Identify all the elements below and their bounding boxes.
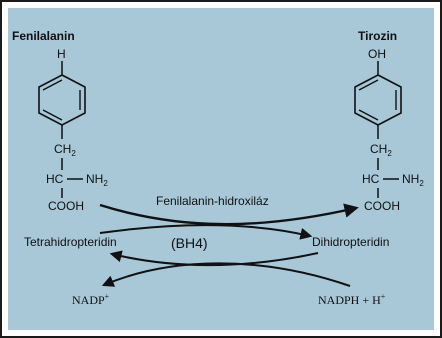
bh4-label: (BH4) bbox=[171, 235, 208, 251]
fenilalanin-label: Fenilalanin bbox=[12, 29, 75, 43]
left-ring-double-2 bbox=[42, 79, 63, 91]
bh2-to-bh4-arrow bbox=[109, 250, 319, 267]
tetrahidropteridin-label: Tetrahidropteridin bbox=[24, 235, 117, 249]
dihidropteridin-label: Dihidropteridin bbox=[312, 235, 389, 249]
left-ring-double-3 bbox=[42, 109, 63, 121]
right-hc: HC bbox=[362, 172, 380, 186]
main-reaction-arrow bbox=[99, 203, 359, 226]
nadph-label: NADPH + H+ bbox=[318, 292, 386, 307]
right-cooh: COOH bbox=[364, 199, 400, 213]
right-nh2: NH2 bbox=[402, 172, 424, 188]
right-ring-double-2 bbox=[358, 79, 379, 91]
enzyme-label: Fenilalanin-hidroxiláz bbox=[156, 194, 269, 208]
left-hc: HC bbox=[46, 172, 64, 186]
background-panel bbox=[8, 8, 434, 330]
right-para-oh: OH bbox=[368, 47, 386, 61]
tirozin-label: Tirozin bbox=[358, 29, 397, 43]
left-para-h: H bbox=[57, 47, 66, 61]
nadph-to-nadp-arrow bbox=[101, 262, 351, 287]
left-cooh: COOH bbox=[48, 199, 84, 213]
left-ch2: CH2 bbox=[54, 142, 76, 158]
left-nh2: NH2 bbox=[86, 172, 108, 188]
right-ch2: CH2 bbox=[370, 142, 392, 158]
right-ring-double-3 bbox=[358, 109, 379, 121]
bh4-to-bh2-arrow bbox=[99, 224, 313, 240]
nadp-plus-label: NADP+ bbox=[72, 292, 110, 307]
